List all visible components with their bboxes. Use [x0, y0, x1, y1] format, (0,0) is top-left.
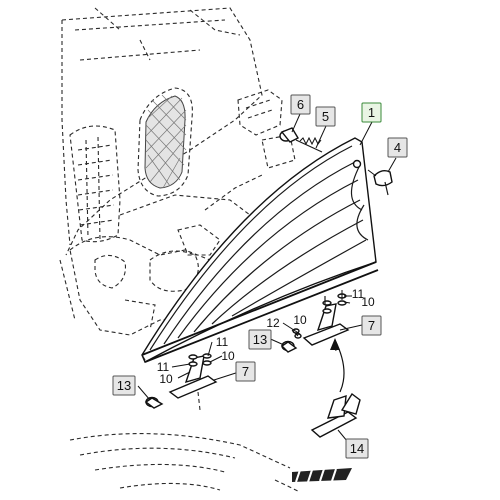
hinge-bracket-part-14 — [310, 338, 361, 438]
side-panel-part-1 — [141, 137, 379, 363]
callout-13-left[interactable]: 13 — [112, 375, 136, 396]
label-11-top-right: 11 — [352, 287, 365, 301]
label-10-top-right: 10 — [361, 295, 375, 309]
callout-7-right[interactable]: 7 — [361, 315, 382, 336]
hinge-assembly-right — [280, 290, 350, 353]
label-10-mid-left: 10 — [221, 349, 235, 363]
label-11-left: 11 — [157, 360, 170, 374]
mesh-grille — [137, 87, 193, 197]
callout-14[interactable]: 14 — [345, 438, 369, 459]
label-10-mid: 10 — [293, 313, 307, 327]
callout-4[interactable]: 4 — [387, 137, 408, 158]
callout-5-label: 5 — [322, 109, 329, 124]
label-12: 12 — [266, 316, 280, 330]
callout-7-left[interactable]: 7 — [235, 361, 256, 382]
callout-6-label: 6 — [297, 97, 304, 112]
clip-part-4 — [367, 169, 393, 196]
callout-13-left-label: 13 — [117, 378, 131, 393]
direction-marker — [292, 468, 352, 483]
callout-5[interactable]: 5 — [315, 106, 336, 127]
callout-6[interactable]: 6 — [290, 94, 311, 115]
callout-14-label: 14 — [350, 441, 364, 456]
panel-mount-hole — [352, 159, 362, 169]
callout-13-right[interactable]: 13 — [248, 329, 272, 350]
callout-13-right-label: 13 — [253, 332, 267, 347]
callout-1[interactable]: 1 — [361, 102, 382, 123]
spring-part-5 — [295, 136, 323, 153]
label-10-left: 10 — [159, 372, 173, 386]
callout-7-left-label: 7 — [242, 364, 249, 379]
callout-1-label: 1 — [368, 105, 375, 120]
bushing-part-6 — [279, 127, 299, 143]
tractor-body-outline — [59, 7, 301, 493]
label-11-mid: 11 — [216, 335, 229, 349]
callout-7-right-label: 7 — [368, 318, 375, 333]
hinge-assembly-left — [144, 353, 218, 411]
callout-4-label: 4 — [394, 140, 401, 155]
